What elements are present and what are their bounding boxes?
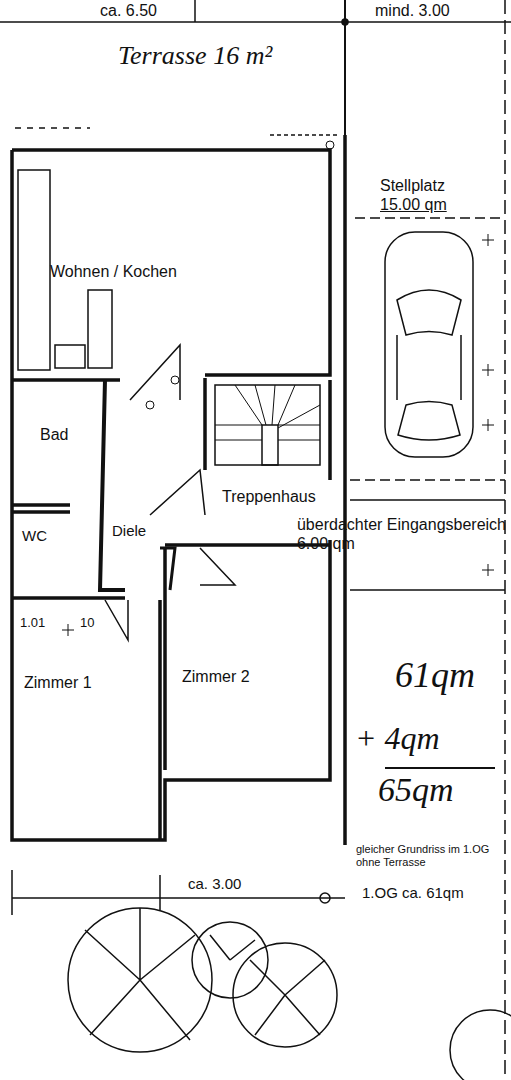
room-label: Diele	[112, 522, 146, 540]
bedroom: Zimmer 2	[182, 667, 250, 686]
room-label: Zimmer 1	[24, 673, 92, 692]
bathroom: Bad	[40, 425, 68, 444]
room-label: überdachter Eingangsbereich	[297, 515, 506, 534]
terrace-area: Terrasse 16 m²	[118, 40, 272, 71]
room-label: Stellplatz	[380, 176, 447, 195]
room-label: Bad	[40, 425, 68, 444]
parking-space: Stellplatz15.00 qm	[380, 176, 447, 214]
bedroom: Zimmer 1	[24, 673, 92, 692]
dimension: 10	[80, 616, 94, 631]
note: gleicher Grundriss im 1.OG ohne Terrasse	[356, 843, 504, 868]
staircase: Treppenhaus	[222, 487, 316, 506]
room-label: Wohnen / Kochen	[50, 262, 177, 281]
dimension: ca. 3.00	[188, 875, 241, 892]
dimension: 1.01	[20, 616, 45, 631]
covered-entrance: überdachter Eingangsbereich6.00 qm	[297, 515, 506, 553]
dimension: ca. 6.50	[100, 2, 157, 20]
toilet: WC	[22, 527, 47, 545]
room-label: Terrasse 16 m²	[118, 40, 272, 71]
room-label: 6.00 qm	[297, 534, 506, 553]
room-label: Zimmer 2	[182, 667, 250, 686]
area-note: + 4qm	[355, 720, 440, 757]
note: 1.OG ca. 61qm	[362, 884, 464, 901]
room-label: Treppenhaus	[222, 487, 316, 506]
room-label: WC	[22, 527, 47, 545]
hallway: Diele	[112, 522, 146, 540]
area-note: 61qm	[395, 655, 475, 696]
area-note: 65qm	[378, 770, 454, 809]
living-room: Wohnen / Kochen	[50, 262, 177, 281]
dimension: mind. 3.00	[375, 2, 450, 20]
room-label: 15.00 qm	[380, 195, 447, 214]
